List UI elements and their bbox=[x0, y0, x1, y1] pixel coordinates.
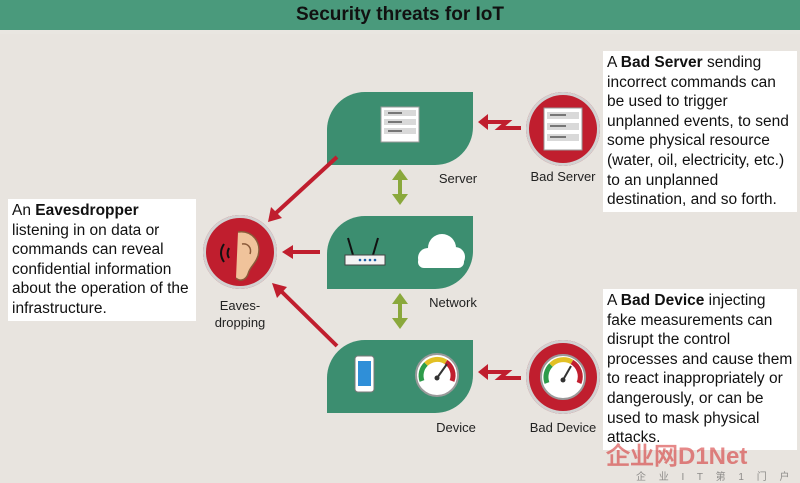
network-device-link bbox=[392, 293, 408, 329]
gauge-icon bbox=[415, 353, 459, 397]
device-to-eavesdropper-arrow bbox=[272, 283, 339, 348]
eavesdropper-callout: An Eavesdropper listening in on data or … bbox=[8, 199, 196, 321]
bad-device-gauge-icon bbox=[540, 354, 586, 400]
bad-server-icon bbox=[543, 107, 583, 151]
bad-device-callout: A Bad Device injecting fake measurements… bbox=[603, 289, 797, 450]
bad-server-term: Bad Server bbox=[620, 54, 703, 71]
eavesdropper-term: Eavesdropper bbox=[35, 202, 139, 219]
page-title: Security threats for IoT bbox=[296, 4, 504, 25]
cloud-icon bbox=[418, 234, 465, 268]
network-label: Network bbox=[429, 295, 477, 310]
eavesdropping-label: Eaves- dropping bbox=[205, 297, 275, 331]
server-icon bbox=[380, 106, 420, 143]
server-network-link bbox=[392, 169, 408, 205]
bad-server-attack-arrow bbox=[478, 114, 521, 130]
server-label: Server bbox=[438, 171, 478, 186]
watermark-tagline: 企 业 I T 第 1 门 户 bbox=[636, 472, 795, 483]
bad-server-callout: A Bad Server sending incorrect commands … bbox=[603, 51, 797, 212]
bad-device-term: Bad Device bbox=[620, 292, 705, 309]
ear-icon bbox=[220, 231, 260, 281]
router-icon bbox=[344, 237, 386, 266]
title-bar: Security threats for IoT bbox=[0, 0, 800, 34]
eavesdropping-label-line1: Eaves- bbox=[219, 298, 261, 313]
watermark-logo: 企业网D1Net bbox=[606, 443, 748, 470]
network-to-eavesdropper-arrow bbox=[282, 245, 320, 259]
server-to-eavesdropper-arrow bbox=[268, 155, 339, 222]
eavesdropping-label-line2: dropping bbox=[214, 315, 266, 330]
bad-device-label: Bad Device bbox=[529, 420, 597, 435]
bad-server-label: Bad Server bbox=[530, 169, 596, 184]
phone-icon bbox=[354, 355, 375, 393]
device-label: Device bbox=[436, 420, 476, 435]
bad-device-attack-arrow bbox=[478, 364, 521, 380]
